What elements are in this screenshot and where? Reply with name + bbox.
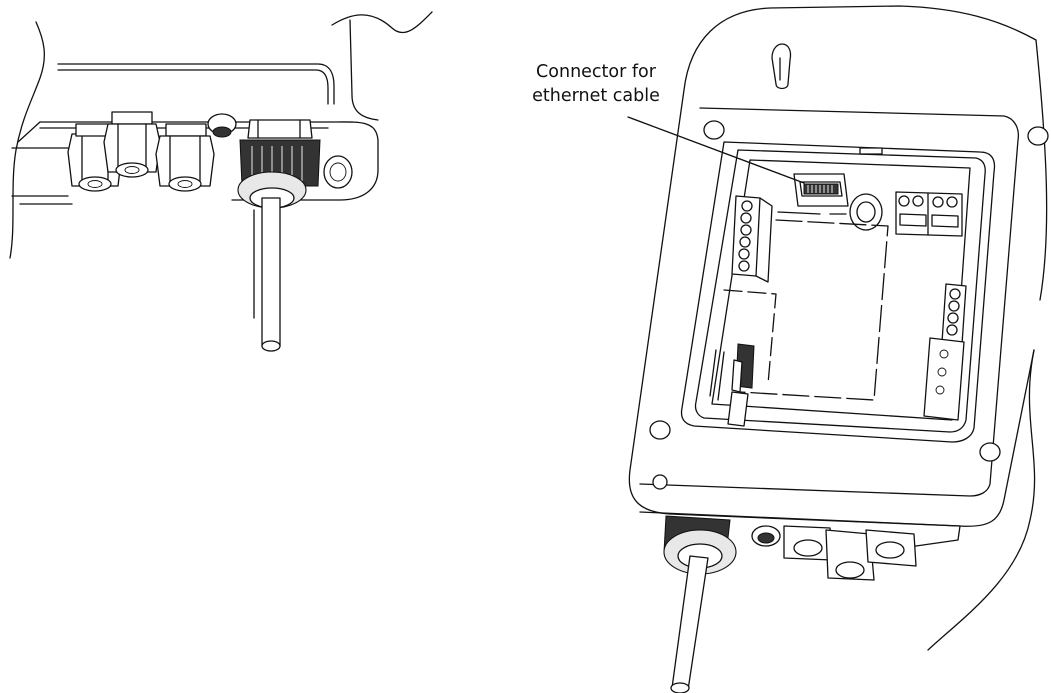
ethernet-connector: [777, 173, 849, 215]
housing-break-line: [927, 349, 1036, 651]
vent-plug: [207, 113, 237, 138]
left-break-line: [9, 21, 46, 259]
mounting-hole: [323, 155, 353, 189]
terminal-block-right: [923, 283, 967, 421]
mounting-post: [849, 193, 883, 231]
flange-holes: [649, 120, 1049, 490]
housing-outline: [628, 5, 1037, 527]
terminal-block-top-right: [895, 191, 963, 237]
enclosure-front-face: [39, 121, 379, 201]
top-break-line: [331, 11, 433, 34]
cable-gland: [155, 123, 215, 192]
cable-gland: [103, 111, 161, 178]
enclosure-lid-edge: [57, 63, 335, 105]
large-cable-gland: [237, 119, 321, 352]
left-enclosure-view: [9, 11, 433, 352]
terminal-block-left: [731, 195, 773, 283]
cable: [671, 555, 709, 691]
internal-cable-plug: [709, 343, 755, 427]
cable: [261, 197, 281, 347]
ethernet-connector-callout: Connector for ethernet cable: [532, 62, 660, 106]
callout-leader-line: [627, 116, 805, 184]
pcb-outline: [739, 219, 889, 401]
cavity-outer-wall: [680, 141, 996, 443]
right-enclosure-view: [628, 5, 1049, 693]
keyhole-slot: [771, 43, 792, 90]
bottom-cable-glands: [639, 511, 961, 693]
